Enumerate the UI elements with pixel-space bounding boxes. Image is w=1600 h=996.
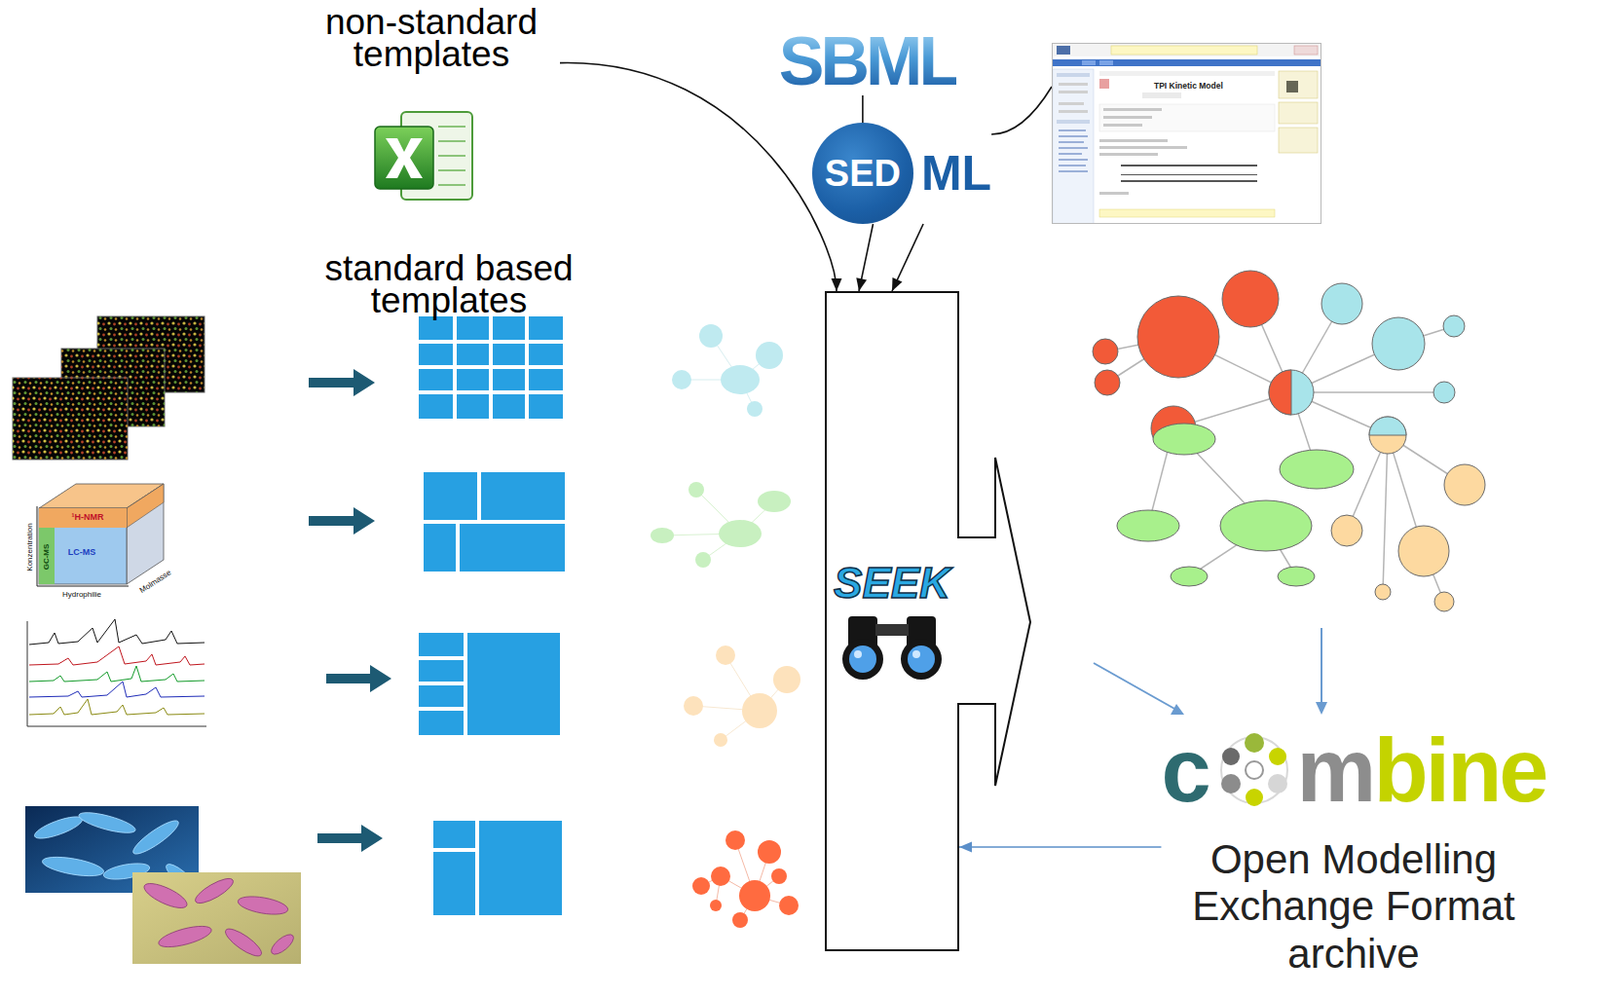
logo-text: mbine [1297,725,1547,816]
template-grids [418,316,565,916]
logo-text: SEEK [824,559,960,607]
combine-logo-mark [1213,729,1296,812]
arrowhead [959,842,972,854]
analysis-cube [37,483,164,587]
logo-text: SBML [779,27,957,96]
connector-line [959,846,1161,849]
connector-arrow [991,86,1052,135]
model-page-screenshot: TPI Kinetic Model [1051,42,1322,224]
input-arrows [308,369,392,853]
connector-arrow [959,842,1161,854]
axis-label: Konzentration [26,522,36,571]
page-title: TPI Kinetic Model [1153,80,1224,91]
logo-text: SED [824,154,901,192]
axis-label: Molmasse [138,568,173,596]
axis-label: ¹H-NMR [72,513,105,523]
axis-label: GC-MS [42,544,52,571]
small-networks [650,324,801,929]
arrowhead [855,277,867,292]
connector-line [892,223,924,292]
template-note: non-standard templates [304,5,559,72]
logo-row: cmbine [1160,725,1546,816]
connector-arrow [892,223,924,292]
microarray-image [12,316,205,460]
logo-row: SED ML [812,122,992,224]
arrowhead [831,278,843,292]
binoculars-icon [828,612,956,683]
axis-label: LC-MS [68,548,97,559]
connector-arrow [855,223,873,292]
arrowhead [892,277,902,292]
sbml-logo: SBML [779,27,957,96]
connector-line [861,95,864,123]
section-heading: standard based templates [307,252,591,318]
connector-arrow [861,95,863,123]
logo-text: ML [921,148,992,198]
page-mockup [1052,43,1322,224]
bacteria-photos [25,806,301,965]
seek-funnel: SEEK [824,291,960,952]
connector-arrow [559,62,843,292]
spectra-image [27,619,207,727]
combine-archive: cmbineOpen Modelling Exchange Format arc… [1160,725,1546,978]
axis-label: Hydrophilie [62,591,102,600]
archive-block: cmbineOpen Modelling Exchange Format arc… [1160,725,1546,978]
logo-text: c [1160,725,1211,816]
logo-circle: SED [812,122,914,224]
excel-icon [374,111,473,200]
connector-line [991,86,1052,135]
connector-line [559,62,837,292]
export-arrows [1093,628,1328,715]
archive-caption: Open Modelling Exchange Format archive [1163,836,1544,978]
merged-network [1092,270,1486,612]
template-note-text: non-standard templates [304,5,559,72]
sedml-logo: SED ML [812,122,992,224]
